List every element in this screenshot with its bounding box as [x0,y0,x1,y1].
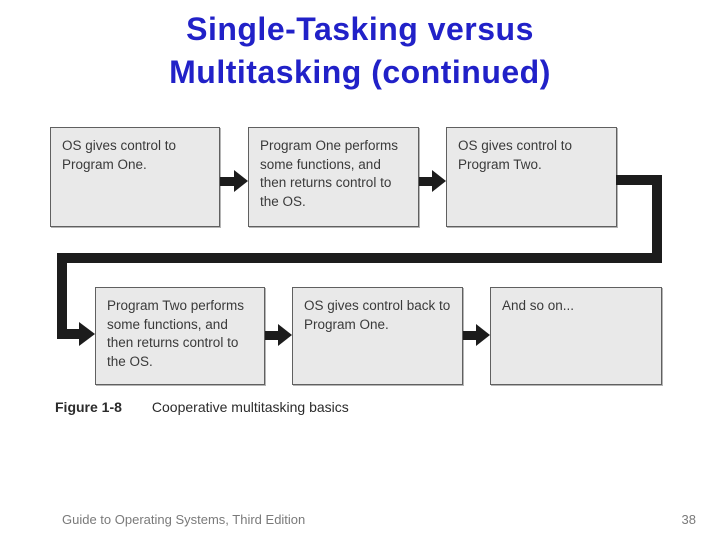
flow-box-text: OS gives control to Program One. [62,138,177,172]
flow-box-os-control-two: OS gives control to Program Two. [446,127,617,227]
figure-caption: Figure 1-8 Cooperative multitasking basic… [55,399,349,415]
figure-number: Figure 1-8 [55,399,122,415]
flow-box-text: And so on... [502,298,575,313]
flow-box-text: Program Two performs some functions, and… [107,298,245,369]
slide-title: Single-Tasking versus Multitasking (cont… [0,8,720,94]
flow-box-program-one-performs: Program One performs some functions, and… [248,127,419,227]
flow-box-text: Program One performs some functions, and… [260,138,399,209]
flow-box-text: OS gives control back to Program One. [304,298,451,332]
footer-page-number: 38 [681,512,696,527]
figure-caption-text: Cooperative multitasking basics [151,399,349,415]
footer-book-title: Guide to Operating Systems, Third Editio… [62,512,306,527]
slide-title-line1: Single-Tasking versus [186,11,534,47]
flow-box-text: OS gives control to Program Two. [458,138,573,172]
flow-box-program-two-performs: Program Two performs some functions, and… [95,287,265,385]
right-arrow-icon [79,322,95,346]
slide-title-line2: Multitasking (continued) [169,54,551,90]
flow-box-and-so-on: And so on... [490,287,662,385]
flow-box-os-control-back: OS gives control back to Program One. [292,287,463,385]
flow-box-os-control-one: OS gives control to Program One. [50,127,220,227]
